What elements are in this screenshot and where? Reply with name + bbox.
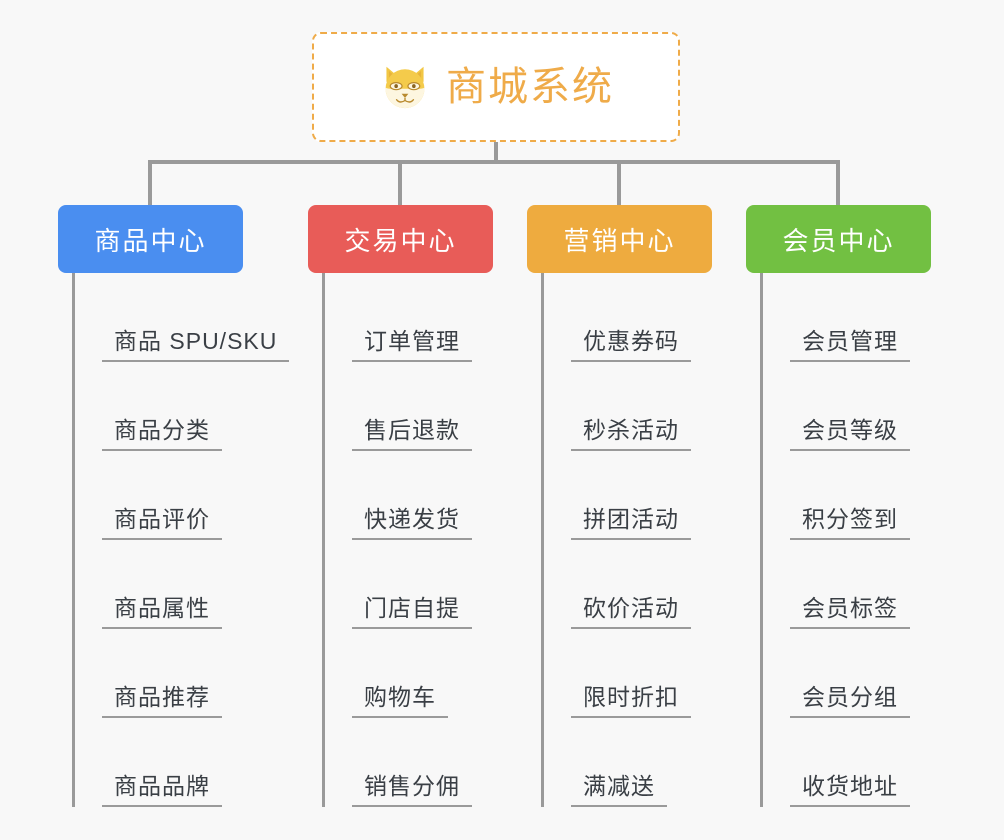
leaf-label: 快递发货 <box>352 506 472 540</box>
root-node[interactable]: 商城系统 <box>312 32 680 142</box>
leaf-label: 优惠券码 <box>571 328 691 362</box>
leaf-list-4: 会员管理 会员等级 积分签到 会员标签 会员分组 收货地址 <box>760 273 978 807</box>
leaf-spine <box>541 273 544 807</box>
leaf-label: 拼团活动 <box>571 506 691 540</box>
leaf-label: 会员分组 <box>790 684 910 718</box>
connector-drop-3 <box>617 160 621 205</box>
leaf-item[interactable]: 积分签到 <box>760 451 978 540</box>
shiba-inu-icon <box>378 60 432 114</box>
leaf-item[interactable]: 商品分类 <box>72 362 290 451</box>
leaf-label: 会员管理 <box>790 328 910 362</box>
connector-root-stem <box>494 142 498 164</box>
leaf-label: 购物车 <box>352 684 448 718</box>
connector-drop-4 <box>836 160 840 205</box>
category-label: 营销中心 <box>563 225 676 256</box>
leaf-label: 门店自提 <box>352 595 472 629</box>
leaf-item[interactable]: 售后退款 <box>322 362 540 451</box>
leaf-label: 销售分佣 <box>352 773 472 807</box>
leaf-label: 满减送 <box>571 773 667 807</box>
leaf-label: 商品 SPU/SKU <box>102 328 290 362</box>
leaf-item[interactable]: 满减送 <box>541 718 759 807</box>
leaf-label: 收货地址 <box>790 773 910 807</box>
leaf-label: 订单管理 <box>352 328 472 362</box>
leaf-label: 限时折扣 <box>571 684 691 718</box>
leaf-label: 会员标签 <box>790 595 910 629</box>
leaf-item[interactable]: 商品 SPU/SKU <box>72 273 290 362</box>
leaf-item[interactable]: 秒杀活动 <box>541 362 759 451</box>
leaf-item[interactable]: 商品品牌 <box>72 718 290 807</box>
leaf-item[interactable]: 商品评价 <box>72 451 290 540</box>
leaf-item[interactable]: 砍价活动 <box>541 540 759 629</box>
leaf-list-3: 优惠券码 秒杀活动 拼团活动 砍价活动 限时折扣 满减送 <box>541 273 759 807</box>
category-label: 商品中心 <box>94 225 207 256</box>
leaf-item[interactable]: 商品属性 <box>72 540 290 629</box>
branch-column-4: 会员中心 会员管理 会员等级 积分签到 会员标签 会员分组 收货地址 <box>746 205 978 807</box>
leaf-list-2: 订单管理 售后退款 快递发货 门店自提 购物车 销售分佣 <box>322 273 540 807</box>
category-header-3[interactable]: 营销中心 <box>527 205 712 273</box>
leaf-item[interactable]: 订单管理 <box>322 273 540 362</box>
leaf-label: 会员等级 <box>790 417 910 451</box>
leaf-label: 砍价活动 <box>571 595 691 629</box>
category-header-2[interactable]: 交易中心 <box>308 205 493 273</box>
leaf-item[interactable]: 拼团活动 <box>541 451 759 540</box>
category-label: 会员中心 <box>782 225 895 256</box>
root-title: 商城系统 <box>446 65 614 109</box>
leaf-label: 商品推荐 <box>102 684 222 718</box>
leaf-item[interactable]: 会员等级 <box>760 362 978 451</box>
leaf-item[interactable]: 限时折扣 <box>541 629 759 718</box>
category-header-1[interactable]: 商品中心 <box>58 205 243 273</box>
leaf-item[interactable]: 销售分佣 <box>322 718 540 807</box>
category-header-4[interactable]: 会员中心 <box>746 205 931 273</box>
leaf-label: 商品分类 <box>102 417 222 451</box>
leaf-item[interactable]: 门店自提 <box>322 540 540 629</box>
leaf-label: 秒杀活动 <box>571 417 691 451</box>
leaf-item[interactable]: 快递发货 <box>322 451 540 540</box>
leaf-label: 商品评价 <box>102 506 222 540</box>
category-label: 交易中心 <box>344 225 457 256</box>
leaf-item[interactable]: 购物车 <box>322 629 540 718</box>
leaf-label: 积分签到 <box>790 506 910 540</box>
leaf-spine <box>322 273 325 807</box>
branch-column-3: 营销中心 优惠券码 秒杀活动 拼团活动 砍价活动 限时折扣 满减送 <box>527 205 759 807</box>
connector-drop-1 <box>148 160 152 205</box>
leaf-item[interactable]: 商品推荐 <box>72 629 290 718</box>
branch-column-1: 商品中心 商品 SPU/SKU 商品分类 商品评价 商品属性 商品推荐 商品品牌 <box>58 205 290 807</box>
connector-drop-2 <box>398 160 402 205</box>
leaf-spine <box>72 273 75 807</box>
leaf-item[interactable]: 收货地址 <box>760 718 978 807</box>
leaf-spine <box>760 273 763 807</box>
leaf-item[interactable]: 会员分组 <box>760 629 978 718</box>
leaf-item[interactable]: 优惠券码 <box>541 273 759 362</box>
connector-bus <box>148 160 840 164</box>
leaf-list-1: 商品 SPU/SKU 商品分类 商品评价 商品属性 商品推荐 商品品牌 <box>72 273 290 807</box>
branch-column-2: 交易中心 订单管理 售后退款 快递发货 门店自提 购物车 销售分佣 <box>308 205 540 807</box>
leaf-item[interactable]: 会员管理 <box>760 273 978 362</box>
leaf-label: 商品品牌 <box>102 773 222 807</box>
leaf-label: 商品属性 <box>102 595 222 629</box>
leaf-label: 售后退款 <box>352 417 472 451</box>
leaf-item[interactable]: 会员标签 <box>760 540 978 629</box>
